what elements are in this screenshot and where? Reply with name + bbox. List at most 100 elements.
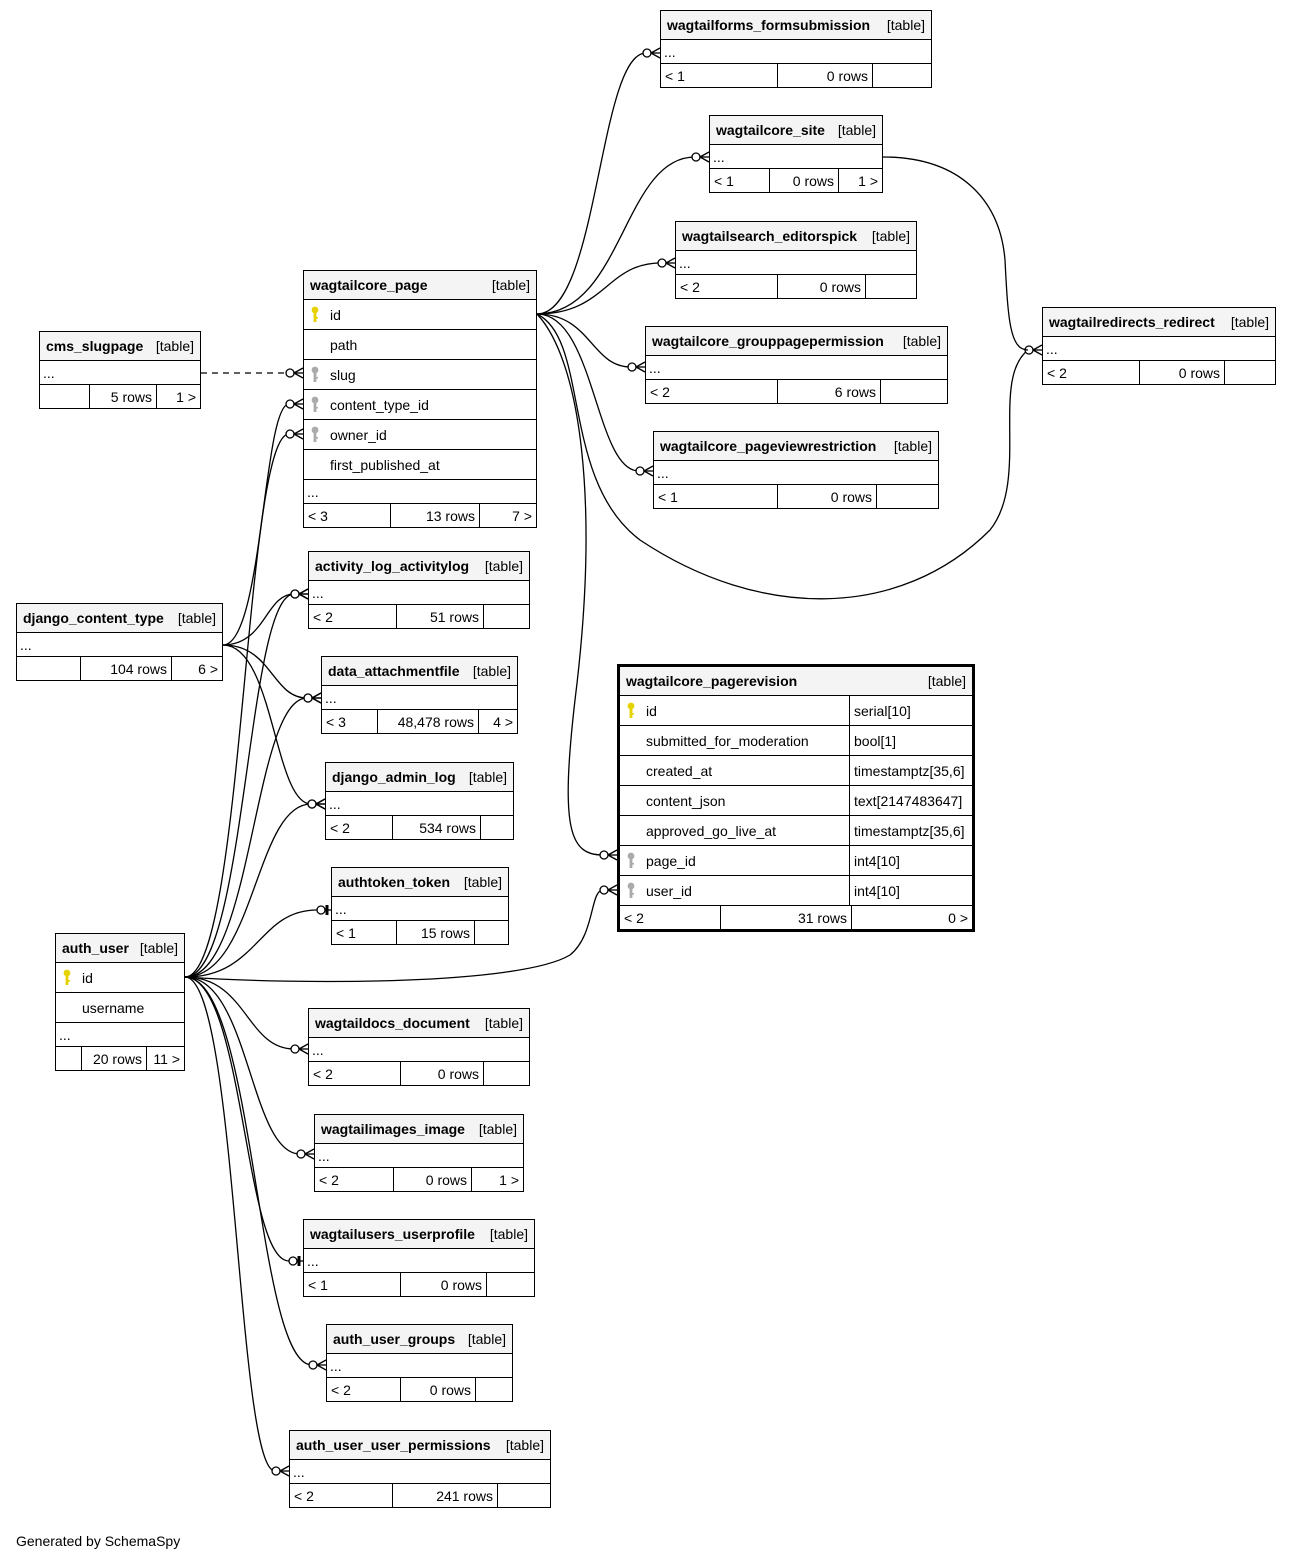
- column-name: path: [330, 336, 358, 353]
- parent-count[interactable]: < 2: [319, 1171, 339, 1188]
- table-name: wagtaildocs_document: [315, 1015, 470, 1031]
- child-count[interactable]: [872, 64, 931, 87]
- foreign-key-icon: [310, 366, 330, 384]
- parent-count[interactable]: [17, 657, 80, 680]
- parent-count[interactable]: < 1: [308, 1276, 328, 1293]
- child-count[interactable]: [865, 275, 916, 298]
- child-count[interactable]: [876, 485, 938, 508]
- parent-count[interactable]: < 2: [680, 278, 700, 295]
- column-row[interactable]: first_published_at: [304, 450, 536, 480]
- parent-count[interactable]: < 1: [658, 488, 678, 505]
- table-type: [table]: [505, 1437, 544, 1453]
- parent-count[interactable]: < 1: [714, 172, 734, 189]
- column-row[interactable]: id: [304, 300, 536, 330]
- child-count[interactable]: 1 >: [838, 169, 882, 192]
- column-row[interactable]: slug: [304, 360, 536, 390]
- parent-count[interactable]: < 2: [624, 909, 644, 926]
- row-count: 0 rows: [400, 1378, 475, 1401]
- parent-count[interactable]: < 2: [650, 383, 670, 400]
- child-count[interactable]: [880, 380, 947, 403]
- table-type: [table]: [886, 17, 925, 33]
- table-type: [table]: [467, 1331, 506, 1347]
- table-name: wagtailcore_pagerevision: [626, 673, 798, 689]
- parent-count[interactable]: < 2: [294, 1487, 314, 1504]
- parent-count[interactable]: [40, 385, 89, 408]
- row-count: 15 rows: [396, 921, 474, 944]
- child-count[interactable]: 0 >: [851, 906, 972, 929]
- parent-count[interactable]: < 1: [665, 67, 685, 84]
- column-row[interactable]: path: [304, 330, 536, 360]
- parent-count[interactable]: < 2: [330, 819, 350, 836]
- table-header: wagtailimages_image[table]: [315, 1115, 523, 1144]
- table-name: django_content_type: [23, 610, 164, 626]
- child-count[interactable]: [475, 1378, 512, 1401]
- more-columns: ...: [56, 1023, 184, 1047]
- edge-contenttype-attachmentfile: [222, 644, 308, 699]
- table-wagtailcore_grouppagepermission[interactable]: wagtailcore_grouppagepermission[table]..…: [645, 326, 948, 404]
- child-count[interactable]: [480, 816, 513, 839]
- parent-count[interactable]: < 3: [326, 713, 346, 730]
- edge-page-grouppagepermission-end: [627, 361, 646, 373]
- child-count[interactable]: 1 >: [471, 1168, 523, 1191]
- child-count[interactable]: 7 >: [479, 504, 536, 527]
- parent-count[interactable]: < 2: [1047, 364, 1067, 381]
- table-wagtailcore_pageviewrestriction[interactable]: wagtailcore_pageviewrestriction[table]..…: [653, 431, 939, 509]
- edge-page-editorspick-end: [657, 257, 676, 269]
- parent-count[interactable]: < 2: [331, 1381, 351, 1398]
- child-count[interactable]: 6 >: [171, 657, 222, 680]
- parent-count[interactable]: < 1: [336, 924, 356, 941]
- table-name: activity_log_activitylog: [315, 558, 470, 574]
- table-type: [table]: [491, 277, 530, 293]
- table-wagtailforms_formsubmission[interactable]: wagtailforms_formsubmission[table]...< 1…: [660, 10, 932, 88]
- child-count[interactable]: [483, 605, 529, 628]
- parent-count[interactable]: < 2: [313, 608, 333, 625]
- row-count: 0 rows: [400, 1062, 483, 1085]
- parent-count[interactable]: [56, 1047, 81, 1070]
- column-row[interactable]: username: [56, 993, 184, 1023]
- column-row[interactable]: id: [56, 963, 184, 993]
- column-row[interactable]: content_type_id: [304, 390, 536, 420]
- child-count[interactable]: 4 >: [478, 710, 517, 733]
- child-count[interactable]: 1 >: [156, 385, 200, 408]
- child-count[interactable]: [497, 1484, 550, 1507]
- child-count[interactable]: [474, 921, 508, 944]
- table-name: cms_slugpage: [46, 338, 144, 354]
- column-datatype: serial[10]: [849, 696, 972, 725]
- child-count[interactable]: [483, 1062, 529, 1085]
- table-name: wagtailforms_formsubmission: [667, 17, 871, 33]
- parent-count[interactable]: < 2: [313, 1065, 333, 1082]
- parent-count[interactable]: < 3: [308, 507, 328, 524]
- column-row[interactable]: owner_id: [304, 420, 536, 450]
- child-count[interactable]: [1224, 361, 1275, 384]
- more-columns: ...: [332, 897, 508, 921]
- child-count[interactable]: 11 >: [146, 1047, 184, 1070]
- child-count[interactable]: [486, 1273, 534, 1296]
